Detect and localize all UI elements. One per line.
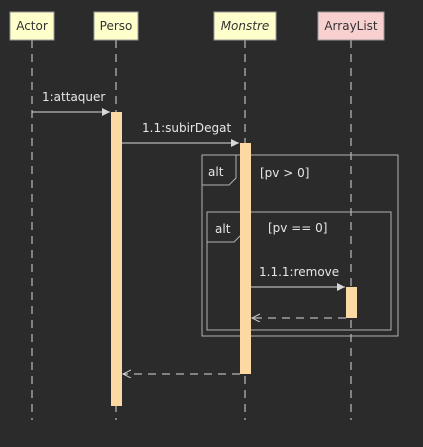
participant-label-perso: Perso [100, 19, 133, 33]
message-label: 1.1:subirDegat [142, 121, 231, 135]
message-label: 1:attaquer [42, 90, 105, 104]
fragment-keyword: alt [215, 222, 231, 236]
fragment-alt-inner: alt [pv == 0] [206, 211, 392, 331]
message-subir-degat[interactable]: 1.1:subirDegat [122, 121, 239, 147]
message-label: 1.1.1:remove [259, 265, 339, 279]
activations [111, 112, 357, 406]
participant-monstre[interactable]: Monstre [213, 11, 277, 41]
activation-arraylist [346, 287, 357, 318]
participant-label-arraylist: ArrayList [324, 19, 378, 33]
participant-actor[interactable]: Actor [9, 11, 55, 41]
activation-perso [111, 112, 122, 406]
participant-label-actor: Actor [16, 19, 48, 33]
participant-label-monstre: Monstre [221, 19, 270, 33]
fragment-alt-outer: alt [pv > 0] [201, 154, 399, 337]
fragment-guard: [pv == 0] [268, 221, 327, 235]
fragment-keyword: alt [208, 165, 224, 179]
participant-perso[interactable]: Perso [93, 11, 139, 41]
activation-monstre [240, 143, 251, 374]
fragment-guard: [pv > 0] [260, 166, 309, 180]
participant-arraylist[interactable]: ArrayList [317, 11, 385, 41]
message-remove[interactable]: 1.1.1:remove [251, 265, 345, 291]
message-attaquer[interactable]: 1:attaquer [32, 90, 110, 116]
